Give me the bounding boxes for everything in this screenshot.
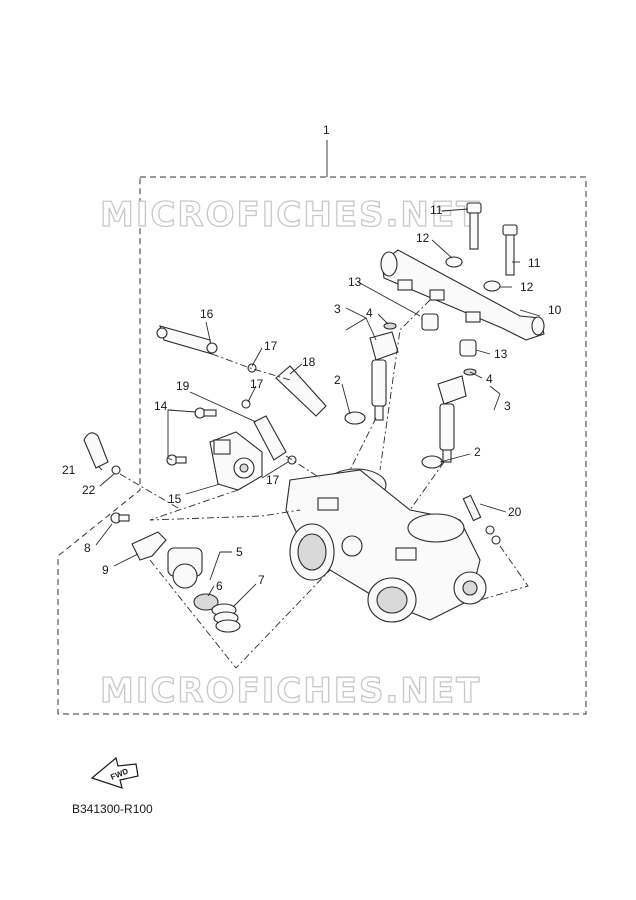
assembly-line-tps xyxy=(149,559,331,669)
screw-set-20 xyxy=(462,494,501,545)
callout-9: 9 xyxy=(102,563,109,577)
hose-18 xyxy=(275,365,327,417)
assembly-line-injector-left xyxy=(349,417,377,471)
watermark-top: MICROFICHES.NET xyxy=(100,195,481,235)
assembly-line-injector-right xyxy=(409,461,445,511)
callout-17-a: 17 xyxy=(264,339,278,353)
bolt-left xyxy=(466,202,482,250)
clip-17-a xyxy=(247,363,257,373)
callout-21: 21 xyxy=(62,463,76,477)
o-ring-6 xyxy=(193,593,219,611)
callout-2-left: 2 xyxy=(334,373,341,387)
lever-9 xyxy=(131,531,167,561)
callout-4-right: 4 xyxy=(486,372,493,386)
callout-22: 22 xyxy=(82,483,96,497)
bolt-right xyxy=(502,224,518,276)
callout-7: 7 xyxy=(258,573,265,587)
grommet-left xyxy=(421,313,439,331)
callout-20: 20 xyxy=(508,505,522,519)
callout-17-c: 17 xyxy=(266,473,280,487)
grommet-right xyxy=(459,339,477,357)
cap-21 xyxy=(83,432,109,469)
callout-2-right: 2 xyxy=(474,445,481,459)
o-ring-left xyxy=(383,322,397,330)
diagram-code: B341300-R100 xyxy=(72,802,153,816)
throttle-body xyxy=(285,468,487,623)
injector-left xyxy=(369,331,399,421)
fwd-arrow-icon: FWD xyxy=(90,756,139,789)
callout-4-left: 4 xyxy=(366,306,373,320)
callout-3-left: 3 xyxy=(334,302,341,316)
collar-left xyxy=(445,256,463,268)
seal-right xyxy=(421,455,443,469)
assembly-line-22 xyxy=(119,473,179,509)
tps-sensor-5 xyxy=(167,547,203,589)
callout-15: 15 xyxy=(168,492,182,506)
callout-8: 8 xyxy=(84,541,91,555)
collar-right xyxy=(483,280,501,292)
screw-8 xyxy=(110,512,130,524)
screw-14-a xyxy=(194,407,217,419)
assembly-line-sensor xyxy=(149,489,301,521)
fuel-rail xyxy=(380,249,545,341)
callout-14: 14 xyxy=(154,399,168,413)
clip-22 xyxy=(111,465,121,475)
injector-right xyxy=(437,375,467,463)
assembly-line-hose16 xyxy=(211,353,291,381)
callout-3-right: 3 xyxy=(504,399,511,413)
assembly-line-rail xyxy=(379,299,431,471)
callout-16: 16 xyxy=(200,307,214,321)
assembly-line-hose19 xyxy=(285,455,321,479)
callout-12-lower: 12 xyxy=(520,280,534,294)
callout-10: 10 xyxy=(548,303,562,317)
callout-18: 18 xyxy=(302,355,316,369)
callout-1: 1 xyxy=(323,123,330,137)
callout-6: 6 xyxy=(216,579,223,593)
screw-14-b xyxy=(166,454,187,466)
callout-17-b: 17 xyxy=(250,377,264,391)
leader-lines xyxy=(95,208,541,607)
callout-13-lower: 13 xyxy=(494,347,508,361)
seal-left xyxy=(344,411,366,425)
hose-19 xyxy=(253,415,287,461)
callout-11-upper: 11 xyxy=(430,203,443,217)
callout-13-upper: 13 xyxy=(348,275,362,289)
spring-7 xyxy=(211,603,241,633)
sensor-15 xyxy=(209,431,263,491)
callout-11-lower: 11 xyxy=(528,256,541,270)
clip-17-c xyxy=(287,455,297,465)
callout-19: 19 xyxy=(176,379,190,393)
assembly-boundary xyxy=(57,176,587,715)
callout-12-upper: 12 xyxy=(416,231,430,245)
callout-5: 5 xyxy=(236,545,243,559)
watermark-bottom: MICROFICHES.NET xyxy=(100,671,481,711)
assembly-line-20 xyxy=(479,545,529,601)
